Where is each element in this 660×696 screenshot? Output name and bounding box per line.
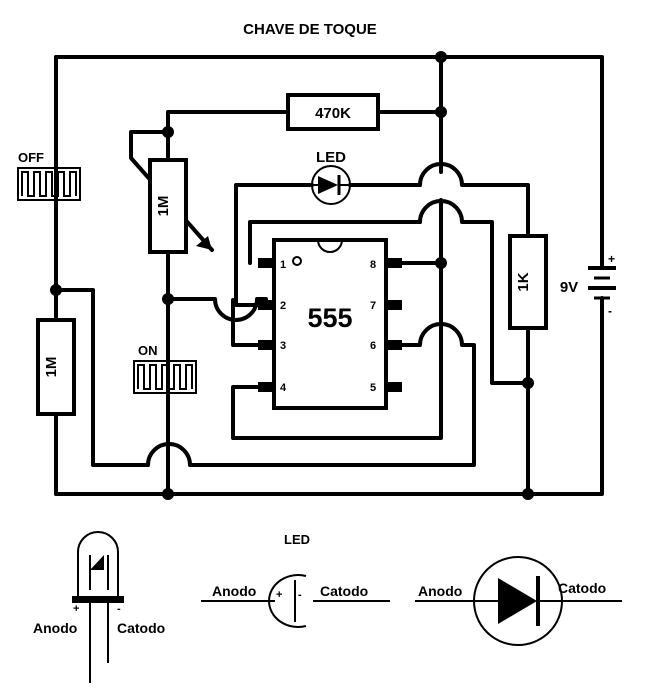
legend-plus-physical: + — [73, 603, 79, 615]
legend-cathode-physical: Catodo — [117, 620, 165, 636]
led-label: LED — [316, 149, 346, 166]
ic-label: 555 — [307, 303, 352, 333]
legend-anode-flat: Anodo — [212, 583, 256, 599]
led-flat-side-icon: Anodo Catodo + - — [201, 574, 390, 628]
junction-dots — [50, 51, 534, 500]
pin-3: 3 — [280, 340, 286, 352]
legend-plus-flat: + — [276, 589, 282, 601]
led-physical-icon: + - Anodo Catodo — [33, 531, 165, 683]
led-component: LED — [311, 149, 351, 205]
resistor-470k: 470K — [286, 93, 380, 131]
touch-plate-on: ON — [133, 343, 197, 394]
touch-on-label: ON — [138, 343, 158, 358]
potentiometer-1m-label: 1M — [155, 196, 172, 217]
pin1-marker-icon — [292, 256, 302, 266]
legend-cathode-diode: Catodo — [558, 580, 606, 596]
pin-6: 6 — [370, 340, 376, 352]
battery-9v: 9V + - — [560, 238, 616, 318]
legend-minus-physical: - — [117, 603, 121, 615]
legend-title: LED — [284, 532, 310, 547]
resistor-470k-label: 470K — [315, 105, 351, 122]
circuit-wires — [54, 55, 604, 496]
resistor-1m-left: 1M — [36, 318, 76, 496]
pin-8: 8 — [370, 259, 376, 271]
pin-7: 7 — [370, 300, 376, 312]
potentiometer-1m: 1M — [148, 158, 212, 254]
diagram-title: CHAVE DE TOQUE — [243, 21, 377, 38]
legend-anode-physical: Anodo — [33, 620, 77, 636]
battery-minus-label: - — [608, 304, 612, 318]
resistor-1k-label: 1K — [515, 272, 532, 291]
touch-off-label: OFF — [18, 150, 44, 165]
battery-plus-label: + — [608, 252, 615, 266]
touch-plate-off: OFF — [17, 150, 81, 201]
led-legend: LED + - Anodo Catodo Anodo Catodo + - — [33, 531, 622, 683]
resistor-1k: 1K — [508, 234, 548, 330]
ic-555: 555 1 2 3 4 5 6 7 8 — [258, 238, 402, 410]
pin-2: 2 — [280, 300, 286, 312]
pin-5: 5 — [370, 382, 376, 394]
legend-cathode-flat: Catodo — [320, 583, 368, 599]
led-diode-symbol-icon: Anodo Catodo — [415, 556, 622, 646]
pin-1: 1 — [280, 259, 286, 271]
legend-anode-diode: Anodo — [418, 583, 462, 599]
pin-4: 4 — [280, 382, 287, 394]
resistor-1m-left-label: 1M — [43, 357, 60, 378]
legend-minus-flat: - — [298, 589, 302, 601]
battery-label: 9V — [560, 279, 578, 296]
potentiometer-arrow-icon — [196, 236, 212, 250]
